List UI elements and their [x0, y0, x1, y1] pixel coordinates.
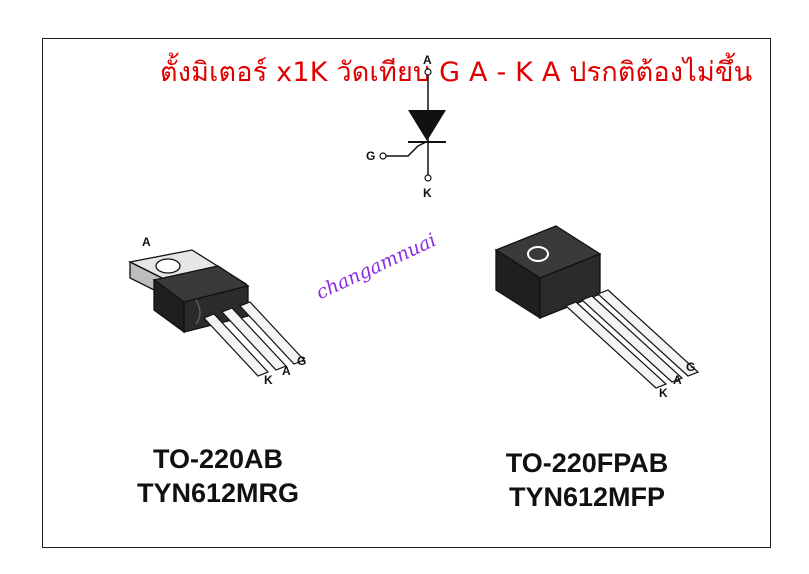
lead-g	[238, 301, 306, 365]
symbol-gate-label: G	[366, 149, 375, 163]
right-package-name: TO-220FPAB	[505, 448, 669, 478]
right-pin-a-label: A	[673, 373, 682, 387]
right-pin-g-label: G	[686, 360, 695, 374]
mounting-hole	[155, 258, 181, 274]
cathode-terminal	[424, 174, 432, 182]
tab-anode-label: A	[142, 235, 151, 249]
right-package-title: TO-220FPAB TYN612MFP	[482, 446, 692, 514]
anode-terminal	[424, 68, 432, 76]
lead-g	[596, 289, 700, 377]
diagram-frame	[42, 38, 771, 548]
left-package-title: TO-220AB TYN612MRG	[118, 442, 318, 510]
diode-triangle	[408, 110, 446, 141]
gate-terminal	[379, 152, 387, 160]
left-part-number: TYN612MRG	[136, 478, 300, 508]
lead-a	[580, 295, 684, 383]
right-part-number: TYN612MFP	[508, 482, 666, 512]
mounting-hole	[527, 246, 549, 262]
right-pin-k-label: K	[659, 386, 668, 400]
gate-lead	[384, 141, 427, 157]
left-pin-k-label: K	[264, 373, 273, 387]
instruction-caption: ตั้งมิเตอร์ x1K วัดเทียบ G A - K A ปรกติ…	[160, 57, 753, 88]
left-pin-g-label: G	[297, 354, 306, 368]
lead-a	[220, 307, 288, 371]
symbol-cathode-label: K	[423, 186, 432, 200]
lead-k	[564, 301, 668, 389]
left-pin-a-label: A	[282, 364, 291, 378]
symbol-anode-label: A	[423, 53, 432, 67]
lead-k	[202, 313, 270, 377]
left-package-name: TO-220AB	[152, 444, 284, 474]
